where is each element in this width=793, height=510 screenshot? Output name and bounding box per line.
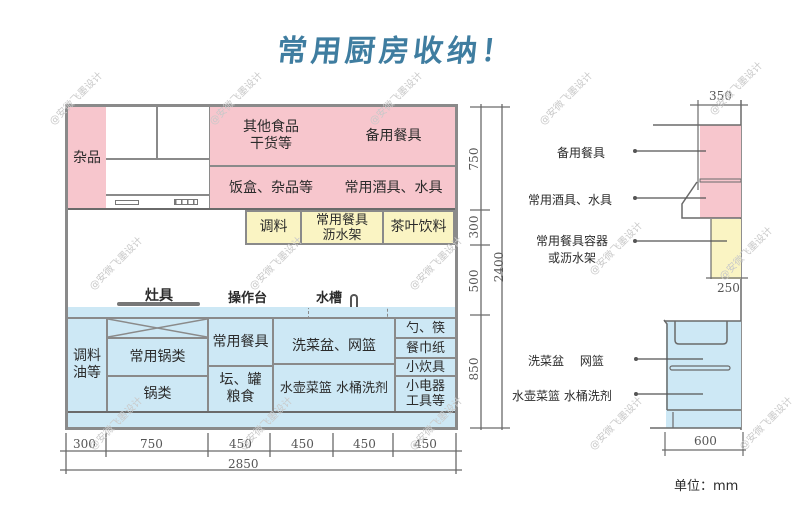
cabinet-wine-water: 常用酒具、水具 — [332, 167, 455, 209]
dim-width-3: 450 — [229, 437, 252, 451]
hood-buttons-icon — [174, 199, 198, 205]
shelf-seasoning: 调料 — [245, 210, 302, 245]
shelf-tea-drinks: 茶叶饮料 — [382, 210, 455, 245]
base-spoon-chopsticks: 勺、筷 — [396, 319, 455, 339]
unit-label: 单位：mm — [674, 479, 739, 494]
base-appliances-tools: 小电器 工具等 — [396, 377, 455, 411]
cabinet-sundries: 杂品 — [68, 107, 108, 209]
section-label-container: 常用餐具容器 或沥水架 — [536, 234, 609, 265]
base-kettle-bucket: 水壶菜篮 水桶洗剂 — [274, 365, 396, 411]
cross-mark-icon — [108, 319, 207, 337]
section-dim-base: 600 — [694, 434, 717, 448]
label-sink: 水槽 — [316, 291, 343, 306]
section-dim-shelf: 250 — [717, 281, 740, 295]
shelf-drain-rack: 常用餐具 沥水架 — [300, 210, 384, 245]
base-napkin: 餐巾纸 — [396, 339, 455, 359]
base-pots: 锅类 — [108, 377, 209, 411]
hood-door-right — [158, 107, 209, 160]
base-basin-basket: 洗菜盆、网篮 — [274, 319, 396, 365]
section-label-basin-basket: 洗菜盆 网篮 — [528, 354, 604, 368]
hood-panel — [106, 160, 209, 196]
base-small-cookware: 小炊具 — [396, 359, 455, 377]
section-label-wine-water: 常用酒具、水具 — [528, 193, 613, 207]
faucet-icon — [350, 294, 358, 308]
label-stove: 灶具 — [145, 288, 173, 304]
dim-width-1: 300 — [73, 437, 96, 451]
countertop — [68, 307, 455, 319]
section-dim-top: 350 — [709, 89, 732, 103]
dim-total-width: 2850 — [228, 457, 259, 471]
plinth — [68, 413, 455, 427]
dim-width-4: 450 — [291, 437, 314, 451]
hood-vent-icon — [115, 200, 139, 205]
cabinet-lunchbox: 饭盒、杂品等 — [210, 167, 334, 209]
section-label-kettle: 水壶菜篮 水桶洗剂 — [512, 389, 612, 403]
hood-door-left — [106, 107, 158, 160]
dim-width-5: 450 — [353, 437, 376, 451]
label-worktop: 操作台 — [228, 291, 268, 306]
base-jars-grain: 坛、罐 粮食 — [209, 367, 274, 411]
dim-width-6: 450 — [414, 437, 437, 451]
section-label-spare-tableware: 备用餐具 — [557, 146, 606, 160]
upper-cabinet-bottom-line — [68, 208, 455, 210]
base-common-tableware: 常用餐具 — [209, 319, 274, 367]
drawer-empty — [108, 319, 209, 339]
dim-width-2: 750 — [140, 437, 163, 451]
cabinet-spare-tableware: 备用餐具 — [332, 107, 455, 167]
base-common-pots: 常用锅类 — [108, 339, 209, 377]
plinth-line — [68, 411, 455, 413]
base-seasoning-oil: 调料 油等 — [68, 319, 108, 411]
stove-top — [117, 302, 200, 306]
